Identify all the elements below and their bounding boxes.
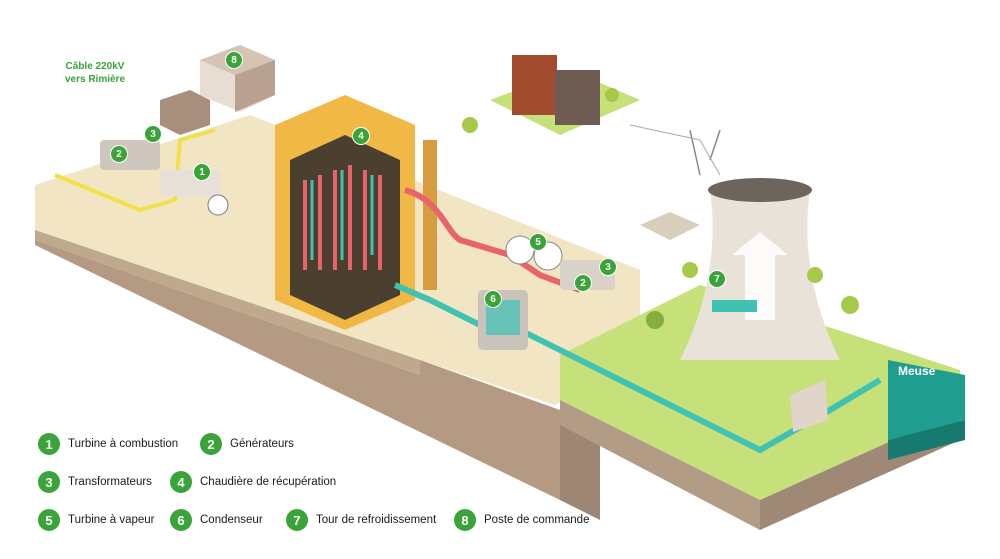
badge-2-left: 2	[110, 145, 128, 163]
hot-pipe	[404, 187, 582, 293]
cable-label-line1: Câble 220kV	[65, 61, 125, 72]
legend-label: Tour de refroidissement	[316, 514, 437, 526]
river-label: Meuse	[898, 364, 936, 378]
cold-pipe	[393, 282, 882, 454]
badge-3-right: 3	[599, 258, 617, 276]
cooling-area	[560, 285, 965, 530]
cooling-tower	[680, 178, 840, 360]
houses	[490, 55, 640, 135]
legend-badge: 3	[38, 471, 60, 493]
badge-8: 8	[225, 51, 243, 69]
legend-label: Chaudière de récupération	[200, 476, 337, 488]
legend-item-3: 3 Transformateurs	[38, 471, 152, 493]
legend-label: Turbine à vapeur	[68, 514, 155, 526]
cable-label: Câble 220kV vers Rimière	[55, 60, 135, 86]
badge-3-left: 3	[144, 125, 162, 143]
legend-item-2: 2 Générateurs	[200, 433, 294, 455]
trees	[462, 88, 859, 329]
legend-item-1: 1 Turbine à combustion	[38, 433, 178, 455]
legend-badge: 8	[454, 509, 476, 531]
legend-badge: 6	[170, 509, 192, 531]
badge-1: 1	[193, 163, 211, 181]
power-cable	[54, 128, 216, 213]
legend: 1 Turbine à combustion 2 Générateurs 3 T…	[38, 433, 589, 543]
legend-item-8: 8 Poste de commande	[454, 509, 589, 531]
legend-badge: 5	[38, 509, 60, 531]
legend-label: Transformateurs	[68, 476, 152, 488]
legend-item-5: 5 Turbine à vapeur	[38, 509, 155, 531]
badge-5: 5	[529, 233, 547, 251]
legend-label: Condenseur	[200, 514, 263, 526]
cable-label-line2: vers Rimière	[64, 74, 126, 85]
badge-7: 7	[708, 270, 726, 288]
pylon	[689, 129, 721, 176]
legend-badge: 4	[170, 471, 192, 493]
legend-label: Poste de commande	[484, 514, 590, 526]
recovery-boiler	[275, 95, 437, 330]
badge-2-right: 2	[574, 274, 592, 292]
legend-label: Générateurs	[230, 438, 294, 450]
legend-item-4: 4 Chaudière de récupération	[170, 471, 336, 493]
river-shape	[888, 360, 965, 440]
pump-house	[790, 380, 828, 432]
legend-badge: 7	[286, 509, 308, 531]
legend-badge: 2	[200, 433, 222, 455]
legend-item-6: 6 Condenseur	[170, 509, 263, 531]
legend-label: Turbine à combustion	[68, 438, 179, 450]
badge-6: 6	[484, 290, 502, 308]
legend-badge: 1	[38, 433, 60, 455]
substation	[640, 212, 700, 240]
legend-item-7: 7 Tour de refroidissement	[286, 509, 436, 531]
control-building	[160, 45, 275, 135]
badge-4: 4	[352, 127, 370, 145]
